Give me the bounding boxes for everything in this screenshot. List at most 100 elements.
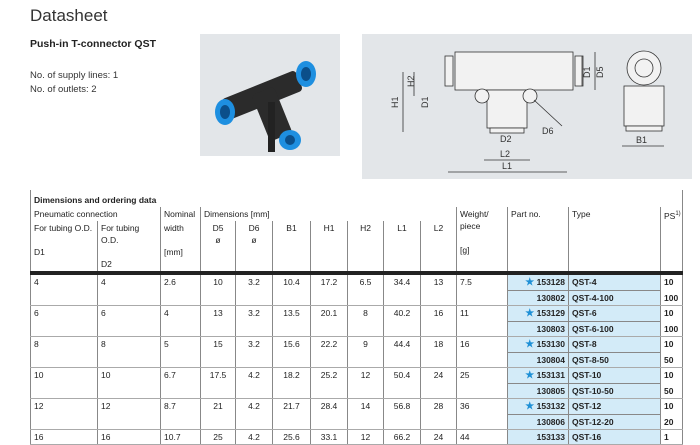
diameter-symbol: ø bbox=[215, 235, 221, 245]
cell-l1: 66.2 bbox=[383, 429, 421, 445]
cell-type[interactable]: QST-4 bbox=[568, 271, 661, 291]
cell-d1: 16 bbox=[30, 429, 98, 445]
cell-type[interactable]: QST-12 bbox=[568, 398, 661, 415]
cell-partno[interactable]: 130805 bbox=[507, 383, 569, 399]
cell-w: 44 bbox=[456, 429, 508, 445]
part-number: 130802 bbox=[536, 293, 565, 303]
cell-nw: 4 bbox=[160, 305, 201, 337]
cell-l1: 34.4 bbox=[383, 271, 421, 306]
header-l1: L1 bbox=[383, 221, 421, 273]
label-d1-right: D1 bbox=[582, 66, 592, 78]
cell-w: 25 bbox=[456, 367, 508, 399]
cell-d5: 15 bbox=[200, 336, 236, 368]
part-number: 130803 bbox=[536, 324, 565, 334]
cell-d2: 16 bbox=[97, 429, 161, 445]
cell-l2: 24 bbox=[420, 367, 457, 399]
cell-h2: 8 bbox=[347, 305, 384, 337]
cell-l1: 50.4 bbox=[383, 367, 421, 399]
cell-d5: 25 bbox=[200, 429, 236, 445]
star-icon: ★ bbox=[525, 277, 535, 288]
cell-d1: 4 bbox=[30, 271, 98, 306]
cell-type[interactable]: QST-10-50 bbox=[568, 383, 661, 399]
cell-type[interactable]: QST-10 bbox=[568, 367, 661, 384]
cell-type[interactable]: QST-6 bbox=[568, 305, 661, 322]
cell-partno[interactable]: 130802 bbox=[507, 290, 569, 306]
cell-nw: 8.7 bbox=[160, 398, 201, 430]
cell-l2: 13 bbox=[420, 271, 457, 306]
cell-type[interactable]: QST-6-100 bbox=[568, 321, 661, 337]
cell-h1: 33.1 bbox=[310, 429, 348, 445]
header-partno: Part no. bbox=[507, 207, 569, 273]
cell-type[interactable]: QST-8-50 bbox=[568, 352, 661, 368]
cell-d6: 3.2 bbox=[235, 305, 273, 337]
table-caption: Dimensions and ordering data bbox=[34, 195, 157, 205]
header-type: Type bbox=[568, 207, 661, 273]
cell-h1: 25.2 bbox=[310, 367, 348, 399]
header-h2: H2 bbox=[347, 221, 384, 273]
cell-nw: 2.6 bbox=[160, 271, 201, 306]
cell-type[interactable]: QST-16 bbox=[568, 429, 661, 445]
cell-d2: 10 bbox=[97, 367, 161, 399]
part-number: 130805 bbox=[536, 386, 565, 396]
part-number: 153130 bbox=[536, 339, 565, 349]
cell-d6: 4.2 bbox=[235, 398, 273, 430]
part-number: 153129 bbox=[536, 308, 565, 318]
cell-type[interactable]: QST-12-20 bbox=[568, 414, 661, 430]
cell-ps: 10 bbox=[660, 367, 684, 384]
label-d5: D5 bbox=[595, 66, 605, 78]
diameter-symbol: ø bbox=[251, 235, 257, 245]
part-number: 153131 bbox=[536, 370, 565, 380]
cell-partno[interactable]: ★ 153128 bbox=[507, 271, 569, 291]
cell-partno[interactable]: 130804 bbox=[507, 352, 569, 368]
cell-ps: 10 bbox=[660, 336, 684, 353]
cell-ps: 20 bbox=[660, 414, 684, 430]
page-title: Datasheet bbox=[30, 6, 108, 25]
d2-label: D2 bbox=[101, 259, 112, 269]
cell-d2: 4 bbox=[97, 271, 161, 306]
ps-footnote: 1) bbox=[675, 211, 681, 217]
label-d6: D6 bbox=[542, 126, 554, 136]
part-number: 130806 bbox=[536, 417, 565, 427]
cell-b1: 21.7 bbox=[272, 398, 311, 430]
cell-partno[interactable]: ★ 153129 bbox=[507, 305, 569, 322]
cell-h1: 17.2 bbox=[310, 271, 348, 306]
cell-partno[interactable]: 130806 bbox=[507, 414, 569, 430]
cell-type[interactable]: QST-8 bbox=[568, 336, 661, 353]
cell-d1: 10 bbox=[30, 367, 98, 399]
cell-b1: 10.4 bbox=[272, 271, 311, 306]
d6-label: D6 bbox=[248, 223, 260, 233]
header-d5: D5 ø bbox=[200, 221, 236, 273]
cell-d2: 6 bbox=[97, 305, 161, 337]
cell-d1: 12 bbox=[30, 398, 98, 430]
cell-b1: 25.6 bbox=[272, 429, 311, 445]
cell-d5: 10 bbox=[200, 271, 236, 306]
product-name: Push-in T-connector QST bbox=[30, 38, 157, 50]
header-ps: PS1) bbox=[660, 207, 684, 273]
cell-partno[interactable]: ★ 153131 bbox=[507, 367, 569, 384]
dimensions-table: Dimensions and ordering data Pneumatic c… bbox=[30, 190, 684, 445]
cell-l2: 24 bbox=[420, 429, 457, 445]
header-dimensions: Dimensions [mm] bbox=[200, 207, 457, 221]
star-icon: ★ bbox=[525, 339, 535, 350]
cell-partno[interactable]: 130803 bbox=[507, 321, 569, 337]
cell-nw: 5 bbox=[160, 336, 201, 368]
d5-label: D5 bbox=[212, 223, 224, 233]
header-l2: L2 bbox=[420, 221, 457, 273]
label-b1: B1 bbox=[636, 135, 647, 145]
cell-b1: 13.5 bbox=[272, 305, 311, 337]
cell-l1: 56.8 bbox=[383, 398, 421, 430]
cell-type[interactable]: QST-4-100 bbox=[568, 290, 661, 306]
cell-d5: 17.5 bbox=[200, 367, 236, 399]
header-d6: D6 ø bbox=[235, 221, 273, 273]
cell-h2: 6.5 bbox=[347, 271, 384, 306]
cell-partno[interactable]: ★ 153132 bbox=[507, 398, 569, 415]
cell-partno[interactable]: 153133 bbox=[507, 429, 569, 445]
header-b1: B1 bbox=[272, 221, 311, 273]
cell-partno[interactable]: ★ 153130 bbox=[507, 336, 569, 353]
cell-d5: 13 bbox=[200, 305, 236, 337]
cell-h1: 28.4 bbox=[310, 398, 348, 430]
